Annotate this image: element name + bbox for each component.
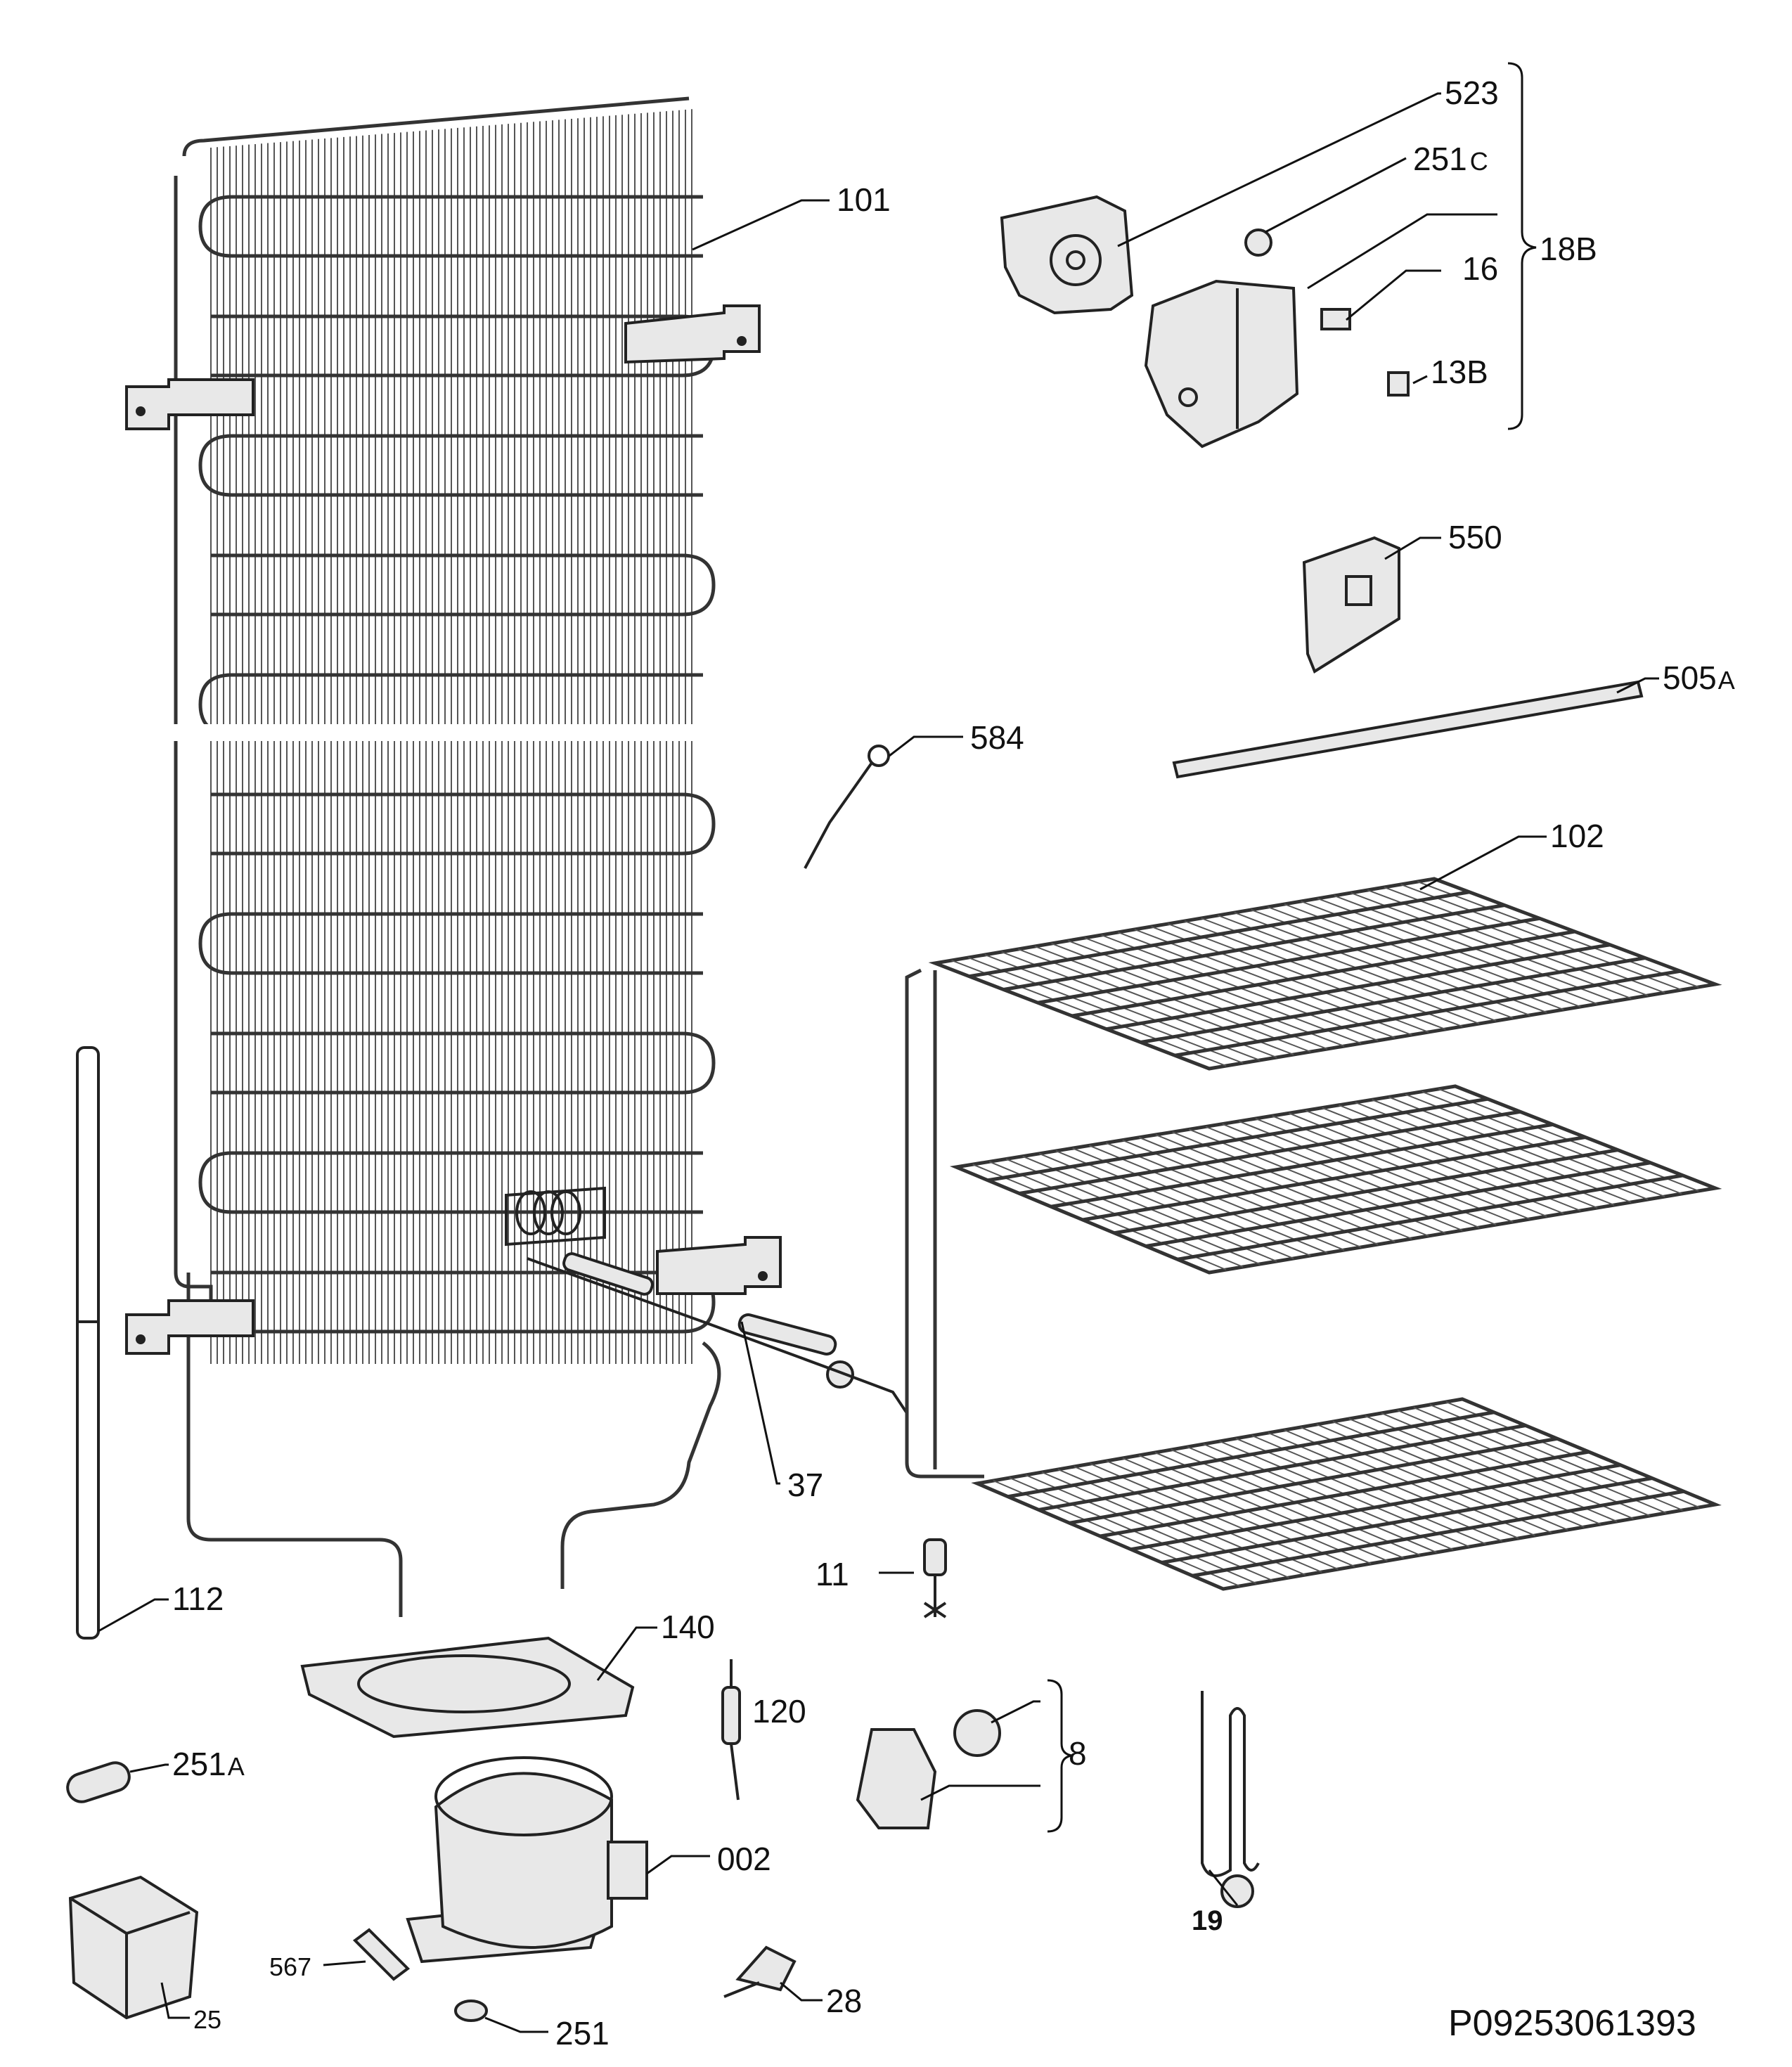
cover-550: [1302, 536, 1400, 674]
label-002: 002: [717, 1841, 771, 1877]
label-11: 11: [816, 1556, 849, 1592]
condenser-break-gap: [169, 724, 717, 741]
label-101: 101: [837, 181, 891, 218]
evaporator-tube: [1038, 1424, 1526, 1512]
knob-251c: [1244, 228, 1272, 257]
label-523: 523: [1445, 75, 1499, 111]
condenser-bracket-bottom-right: [656, 1236, 782, 1295]
label-505a: 505A: [1663, 659, 1735, 696]
evaporator-tube: [1192, 1489, 1684, 1578]
condenser-101: [125, 96, 782, 1617]
label-140: 140: [661, 1609, 715, 1645]
evaporator-tube: [1003, 903, 1505, 991]
box-25: [68, 1875, 199, 2020]
evaporator-tube: [1071, 929, 1575, 1018]
label-251a: 251A: [172, 1746, 245, 1782]
condenser-bracket-top-left: [125, 378, 254, 430]
label-584: 584: [970, 719, 1024, 756]
part-567: [352, 1928, 411, 1981]
evaporator-102: [905, 877, 1722, 1591]
label-13b: 13B: [1431, 354, 1488, 390]
evaporator-tube: [1161, 1476, 1653, 1564]
capillary-coil: [505, 1186, 606, 1247]
switch-16: [1320, 308, 1351, 330]
evaporator-tube: [1069, 1436, 1558, 1525]
tube-112: [76, 1046, 100, 1640]
evaporator-tube: [1140, 956, 1646, 1044]
part-11: [923, 1538, 947, 1618]
evaporator-tube: [1007, 1410, 1495, 1499]
label-19: 19: [1192, 1905, 1223, 1936]
label-251: 251: [555, 2015, 610, 2052]
evaporator-tube: [1174, 969, 1681, 1057]
mount-plate-140: [300, 1636, 635, 1739]
evaporator-tube: [1145, 1161, 1651, 1248]
condenser-coil-loop: [211, 553, 716, 617]
evaporator-tube: [987, 1097, 1488, 1183]
condenser-coil-loop: [198, 1151, 703, 1214]
label-18b: 18B: [1540, 231, 1597, 267]
condenser-coil-loop: [211, 792, 716, 856]
label-28: 28: [826, 1983, 862, 2019]
evaporator-tube: [1106, 943, 1611, 1031]
label-16: 16: [1462, 250, 1498, 287]
leader-lines: [98, 92, 1659, 2033]
condenser-bracket-bottom-left: [125, 1299, 254, 1355]
label-25: 25: [193, 2005, 221, 2034]
label-102: 102: [1550, 818, 1604, 854]
part-251a: [66, 1761, 131, 1803]
control-assembly-18b: [1000, 62, 1537, 449]
grommet-251: [454, 2000, 488, 2022]
compressor-002: [406, 1756, 648, 1964]
label-8: 8: [1069, 1735, 1087, 1772]
evaporator-tube: [969, 890, 1470, 979]
label-550: 550: [1448, 519, 1502, 555]
drawing-code: P09253061393: [1448, 2003, 1696, 2044]
label-567: 567: [269, 1952, 311, 1981]
label-120: 120: [752, 1693, 806, 1730]
evaporator-tube: [1177, 1173, 1684, 1261]
label-112: 112: [172, 1580, 224, 1617]
label-37: 37: [787, 1467, 823, 1503]
thermostat-housing: [1144, 279, 1299, 449]
part-120: [721, 1659, 741, 1801]
evaporator-tube: [1037, 916, 1540, 1005]
lamp-13b: [1387, 371, 1410, 397]
evaporator-tube: [1100, 1450, 1590, 1538]
relay-8: [856, 1679, 1073, 1833]
evaporator-tube: [1114, 1148, 1618, 1235]
condenser-coil-loop: [211, 1031, 716, 1095]
condenser-coil-loop: [198, 195, 703, 258]
condenser-bracket-top-right: [624, 304, 761, 364]
sensor-584: [804, 745, 890, 869]
evaporator-tube: [1019, 1109, 1521, 1195]
bar-505a: [1172, 680, 1644, 779]
evaporator-tube: [1130, 1463, 1621, 1552]
heater-cable-19: [1201, 1691, 1260, 1908]
condenser-coil-loop: [198, 434, 703, 497]
clip-28: [723, 1945, 797, 1998]
bracket-18b: [1507, 62, 1537, 430]
housing-523: [1000, 195, 1134, 315]
evaporator-grid: [951, 881, 1700, 1587]
evaporator-tube: [1082, 1135, 1586, 1222]
condenser-coil-loop: [198, 912, 703, 975]
filter-drier-37: [527, 1252, 908, 1415]
evaporator-tube: [1050, 1122, 1554, 1209]
